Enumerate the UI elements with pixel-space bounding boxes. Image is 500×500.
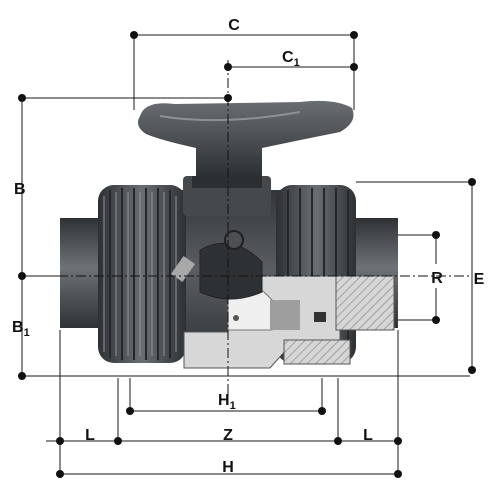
- dimension-l-z-l: L Z L: [46, 330, 402, 478]
- label-h: H: [222, 459, 234, 476]
- label-r: R: [431, 270, 443, 287]
- label-c: C: [228, 17, 240, 34]
- label-h1: H1: [218, 392, 236, 412]
- label-l-right: L: [363, 427, 373, 444]
- dimension-h: H: [56, 459, 402, 478]
- cutaway-section: [170, 230, 395, 369]
- center-lines: [40, 60, 470, 395]
- left-union-nut: [98, 185, 186, 363]
- valve-illustration: [60, 100, 398, 369]
- dimension-b: B B1: [12, 94, 470, 380]
- dimension-h1: H1: [126, 378, 326, 415]
- dimension-e: E: [356, 178, 485, 374]
- label-c1: C1: [282, 49, 300, 69]
- label-z: Z: [223, 427, 233, 444]
- dimension-c: C: [130, 17, 358, 110]
- label-b: B: [14, 181, 26, 198]
- label-b1: B1: [12, 319, 30, 339]
- dimension-r: R: [398, 231, 443, 324]
- valve-handle: [138, 100, 354, 178]
- left-pipe-end: [60, 218, 102, 328]
- label-e: E: [474, 271, 485, 288]
- label-l-left: L: [85, 427, 95, 444]
- dimension-c1: C1: [224, 49, 358, 71]
